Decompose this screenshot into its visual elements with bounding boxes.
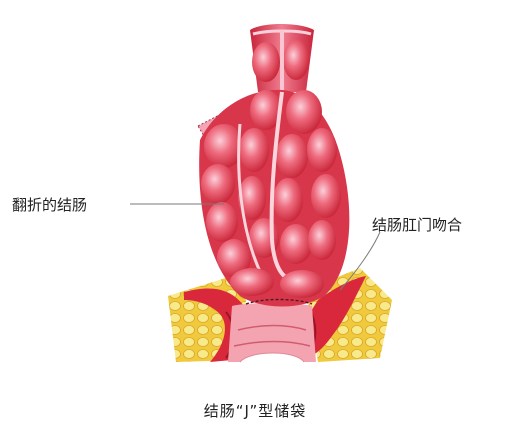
colon-upper-tube (250, 24, 314, 100)
figure-caption: 结肠“J”型储袋 (203, 402, 307, 420)
folded-colon-pouch (197, 89, 350, 307)
anal-canal (228, 303, 316, 363)
anastomosis-leader-line (339, 231, 381, 291)
folded-colon-label: 翻折的结肠 (12, 196, 88, 214)
coloanal-anastomosis-label: 结肠肛门吻合 (372, 216, 463, 234)
